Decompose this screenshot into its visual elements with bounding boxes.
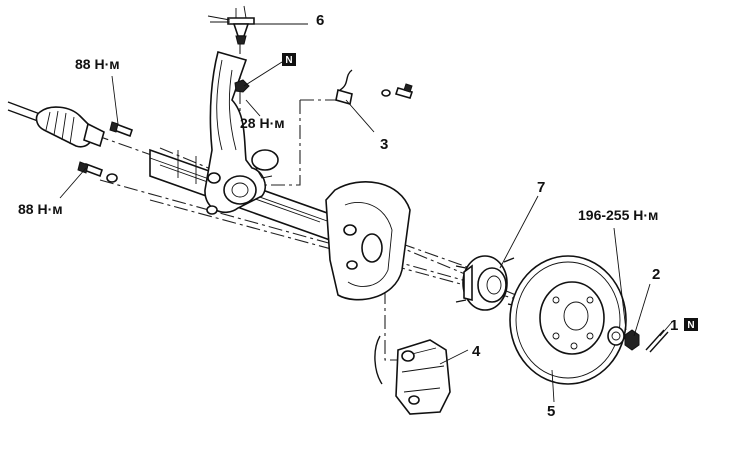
abs-sensor xyxy=(335,69,414,106)
dust-shield xyxy=(325,181,411,301)
torque-label-hub-nut: 196-255 Н·м xyxy=(578,207,658,223)
new-part-mark-nut: N xyxy=(282,53,296,66)
cotter-pin xyxy=(645,329,669,353)
brake-disc xyxy=(509,255,627,385)
torque-label-driveshaft-upper: 88 Н·м xyxy=(75,56,120,72)
callout-2: 2 xyxy=(652,266,660,283)
steering-knuckle xyxy=(204,51,279,215)
callout-6: 6 xyxy=(316,12,324,29)
washer xyxy=(607,326,625,346)
leader-lines xyxy=(59,23,673,403)
callout-7: 7 xyxy=(537,179,545,196)
torque-label-driveshaft-lower: 88 Н·м xyxy=(18,201,63,217)
drive-shaft xyxy=(7,101,105,148)
new-part-mark-nut-text: N xyxy=(285,55,292,66)
callout-4: 4 xyxy=(472,343,481,360)
callout-3: 3 xyxy=(380,136,388,153)
new-part-mark-pin: N xyxy=(684,318,698,331)
bolt-lower xyxy=(77,161,118,183)
brake-caliper xyxy=(374,335,451,415)
bolt-upper xyxy=(109,121,134,138)
callout-1: 1 xyxy=(670,317,678,334)
hub-nut xyxy=(624,329,640,351)
balljoint-nut xyxy=(234,79,250,93)
new-part-mark-pin-text: N xyxy=(687,320,694,331)
torque-label-balljoint-nut: 28 Н·м xyxy=(240,115,285,131)
ball-joint xyxy=(207,5,255,45)
callout-5: 5 xyxy=(547,403,555,420)
wheel-hub xyxy=(455,255,519,311)
